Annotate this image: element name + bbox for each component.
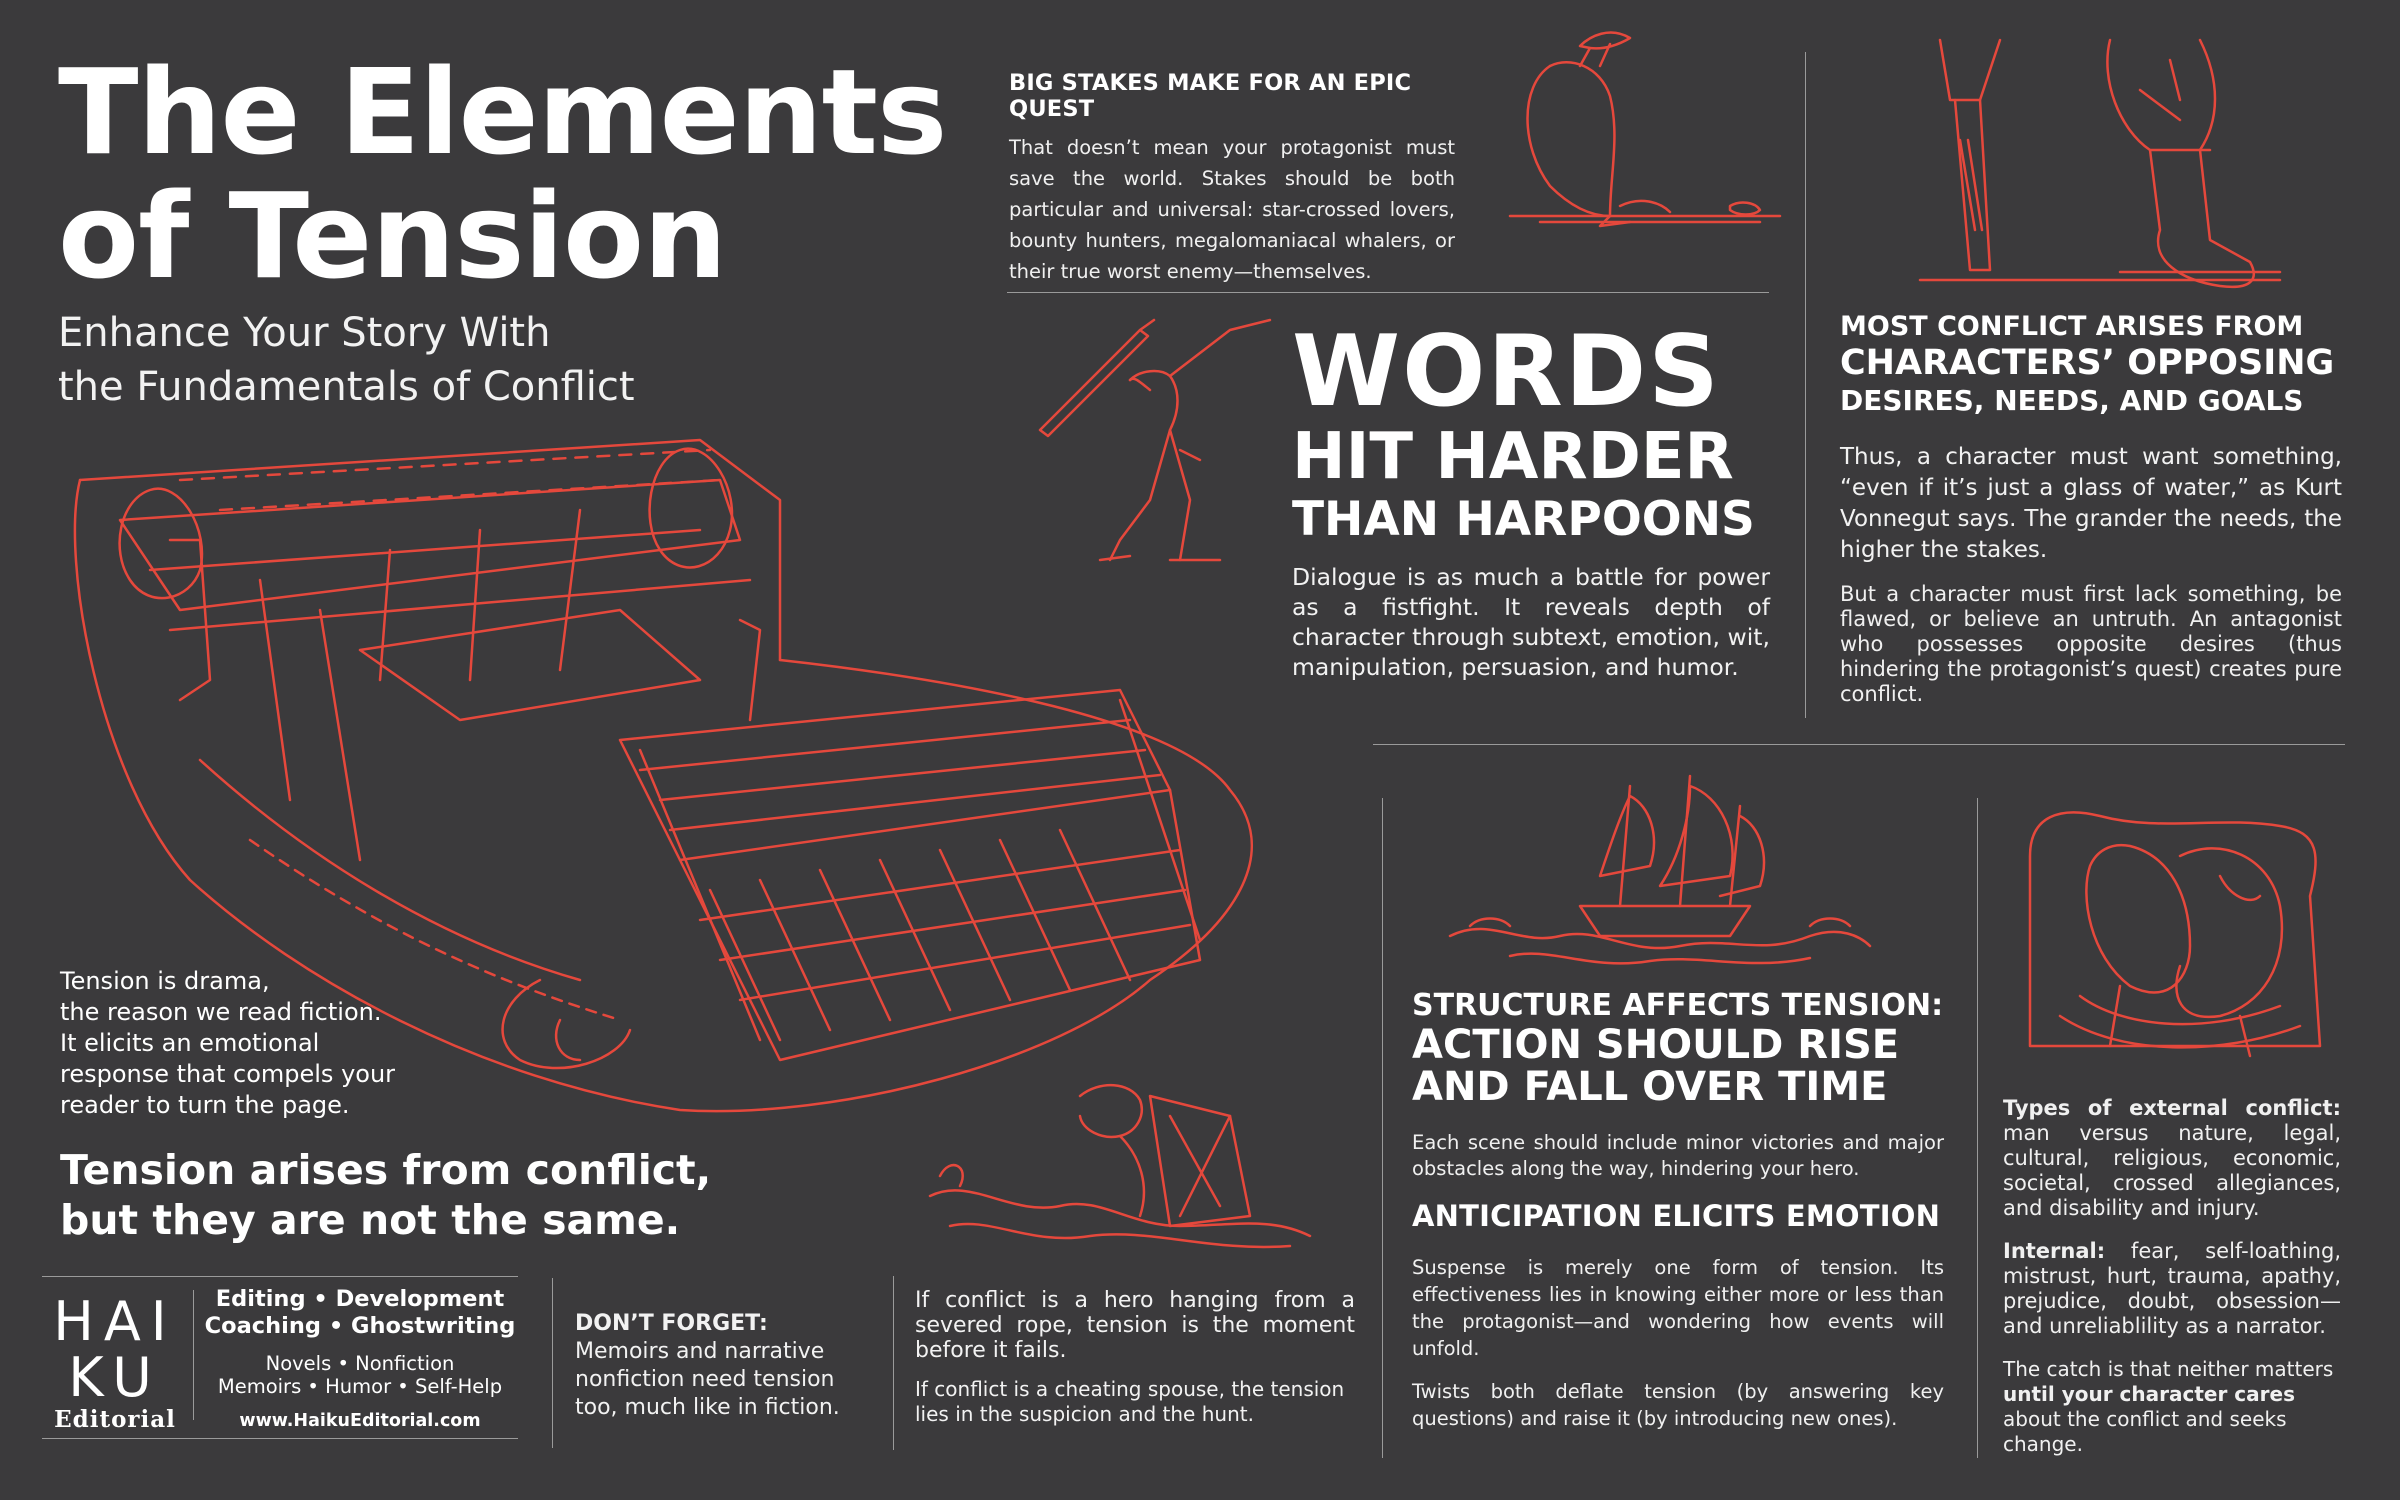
- tension-intro: Tension is drama, the reason we read fic…: [60, 966, 480, 1121]
- external-conflict: Types of external conflict: man versus n…: [2003, 1096, 2341, 1221]
- conflict-para-1: Thus, a character must want something, “…: [1840, 444, 2342, 563]
- divider-footer-bottom: [42, 1438, 518, 1439]
- divider-vertical-top: [1805, 52, 1806, 718]
- internal-label: Internal:: [2003, 1239, 2106, 1263]
- catch-pre: The catch is that neither matters: [2003, 1357, 2334, 1381]
- structure-heading-line-2: ACTION SHOULD RISE: [1412, 1022, 1900, 1068]
- tension-statement-line-1: Tension arises from conflict,: [60, 1146, 712, 1194]
- haiku-services: Editing • Development Coaching • Ghostwr…: [200, 1286, 520, 1432]
- conflict-section: MOST CONFLICT ARISES FROM CHARACTERS’ OP…: [1840, 310, 2342, 707]
- dont-forget-label: DON’T FORGET:: [575, 1311, 768, 1336]
- tension-intro-line-5: reader to turn the page.: [60, 1091, 350, 1119]
- subtitle-line-1: Enhance Your Story With: [58, 310, 551, 356]
- services-line-1: Editing • Development: [215, 1286, 505, 1312]
- divider-vertical-footer-2: [893, 1276, 894, 1450]
- structure-heading-line-3: AND FALL OVER TIME: [1412, 1064, 1888, 1110]
- haiku-logo: HAI KU Editorial: [50, 1290, 180, 1434]
- internal-conflict: Internal: fear, self-loathing, mistrust,…: [2003, 1239, 2341, 1339]
- structure-heading-line-1: STRUCTURE AFFECTS TENSION:: [1412, 988, 1944, 1023]
- conflict-para-2: But a character must first lack somethin…: [1840, 582, 2342, 706]
- typewriter-illustration: [73, 438, 1254, 1113]
- genres-line-2: Memoirs • Humor • Self-Help: [217, 1375, 503, 1398]
- words-body: Dialogue is as much a battle for power a…: [1292, 563, 1770, 681]
- divider-stakes: [1007, 292, 1769, 293]
- words-section: WORDS HIT HARDER THAN HARPOONS Dialogue …: [1292, 322, 1770, 682]
- website-link[interactable]: www.HaikuEditorial.com: [239, 1411, 481, 1431]
- anticipation-section: ANTICIPATION ELICITS EMOTION Suspense is…: [1412, 1198, 1944, 1432]
- genres-line-1: Novels • Nonfiction: [265, 1352, 455, 1375]
- types-section: Types of external conflict: man versus n…: [2003, 1096, 2341, 1457]
- structure-section: STRUCTURE AFFECTS TENSION: ACTION SHOULD…: [1412, 988, 1944, 1182]
- stakes-body: That doesn’t mean your protagonist must …: [1009, 136, 1455, 283]
- conflict-heading-line-3: DESIRES, NEEDS, AND GOALS: [1840, 384, 2304, 417]
- ship-illustration: [1448, 774, 1872, 965]
- page-subtitle: Enhance Your Story With the Fundamentals…: [58, 306, 798, 414]
- words-heading-line-1: WORDS: [1292, 315, 1721, 429]
- divider-vertical-footer-1: [552, 1278, 553, 1448]
- dont-forget-body: Memoirs and narrative nonfiction need te…: [575, 1339, 840, 1420]
- footer-examples: If conflict is a hero hanging from a sev…: [915, 1288, 1355, 1427]
- anticipation-heading: ANTICIPATION ELICITS EMOTION: [1412, 1199, 1941, 1233]
- divider-footer-top: [42, 1276, 518, 1277]
- logo-line-2: KU: [68, 1346, 162, 1409]
- anticipation-para-2: Twists both deflate tension (by answerin…: [1412, 1380, 1944, 1430]
- catch-bold: until your character cares: [2003, 1382, 2295, 1406]
- tension-intro-line-2: the reason we read fiction.: [60, 998, 382, 1026]
- external-body: man versus nature, legal, cultural, reli…: [2003, 1121, 2341, 1220]
- stakes-heading: BIG STAKES MAKE FOR AN EPIC QUEST: [1009, 70, 1412, 122]
- lovers-illustration: [2028, 811, 2322, 1058]
- tension-statement: Tension arises from conflict, but they a…: [60, 1145, 800, 1245]
- title-line-2: of Tension: [58, 167, 727, 305]
- divider-logo: [193, 1290, 194, 1420]
- rope-para: If conflict is a hero hanging from a sev…: [915, 1288, 1355, 1363]
- external-label: Types of external conflict:: [2003, 1096, 2341, 1120]
- stakes-section: BIG STAKES MAKE FOR AN EPIC QUEST That d…: [1009, 70, 1455, 287]
- subtitle-line-2: the Fundamentals of Conflict: [58, 364, 635, 410]
- swimmer-illustration: [928, 1083, 1312, 1249]
- words-heading-line-2: HIT HARDER: [1292, 420, 1734, 494]
- anticipation-para-1: Suspense is merely one form of tension. …: [1412, 1256, 1944, 1360]
- tension-statement-line-2: but they are not the same.: [60, 1196, 681, 1244]
- catch-post: about the conflict and seeks change.: [2003, 1407, 2287, 1456]
- page-title: The Elements of Tension: [58, 50, 978, 298]
- tension-intro-line-4: response that compels your: [60, 1060, 396, 1088]
- conflict-heading-line-2: CHARACTERS’ OPPOSING: [1840, 343, 2335, 383]
- structure-body: Each scene should include minor victorie…: [1412, 1131, 1944, 1180]
- tension-intro-line-1: Tension is drama,: [60, 967, 270, 995]
- title-line-1: The Elements: [58, 43, 947, 181]
- boots-illustration: [1918, 38, 2282, 289]
- catch-note: The catch is that neither matters until …: [2003, 1357, 2341, 1457]
- logo-line-1: HAI: [53, 1290, 177, 1353]
- divider-vertical-structure: [1382, 798, 1383, 1458]
- divider-vertical-types: [1977, 798, 1978, 1458]
- conflict-heading-line-1: MOST CONFLICT ARISES FROM: [1840, 311, 2304, 342]
- logo-word: Editorial: [54, 1406, 176, 1433]
- words-heading-line-3: THAN HARPOONS: [1292, 492, 1755, 547]
- whale-illustration: [1508, 31, 1782, 228]
- services-line-2: Coaching • Ghostwriting: [204, 1313, 516, 1339]
- divider-conflict: [1373, 744, 2345, 745]
- dont-forget: DON’T FORGET: Memoirs and narrative nonf…: [575, 1310, 865, 1422]
- tension-intro-line-3: It elicits an emotional: [60, 1029, 320, 1057]
- internal-body: fear, self-loathing, mistrust, hurt, tra…: [2003, 1239, 2341, 1338]
- harpooner-illustration: [1038, 318, 1272, 562]
- spouse-para: If conflict is a cheating spouse, the te…: [915, 1377, 1345, 1426]
